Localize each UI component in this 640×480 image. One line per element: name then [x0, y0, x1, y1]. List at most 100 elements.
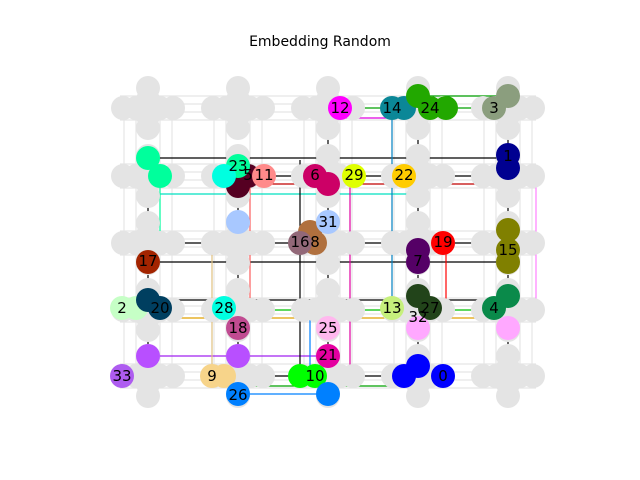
- qubit-unused: [251, 298, 275, 322]
- qubit-unused: [226, 251, 250, 275]
- node-26-qubit: [316, 382, 340, 406]
- node-label: 17: [138, 252, 157, 270]
- qubit-unused: [161, 364, 185, 388]
- node-21-qubit: [316, 344, 340, 368]
- qubit-unused: [496, 184, 520, 208]
- node-28-qubit: [212, 164, 236, 188]
- qubit-unused: [521, 164, 545, 188]
- qubit-unused: [161, 231, 185, 255]
- node-16-qubit: [288, 231, 312, 255]
- node-label: 10: [305, 367, 324, 385]
- qubit-unused: [136, 116, 160, 140]
- node-23-qubit: [148, 164, 172, 188]
- qubit-unused: [521, 364, 545, 388]
- node-12-qubit: [328, 96, 352, 120]
- node-label: 31: [318, 213, 337, 231]
- node-label: 23: [228, 157, 247, 175]
- node-label: 32: [408, 308, 427, 326]
- node-32-qubit: [496, 316, 520, 340]
- node-1-qubit: [496, 156, 520, 180]
- node-22-qubit: [392, 164, 416, 188]
- node-label: 22: [394, 166, 413, 184]
- node-9-qubit: [212, 364, 236, 388]
- node-31-qubit: [226, 210, 250, 234]
- qubit-unused: [521, 298, 545, 322]
- node-26-qubit: [226, 382, 250, 406]
- node-label: 6: [310, 166, 320, 184]
- node-15-qubit: [496, 218, 520, 242]
- node-0-qubit: [431, 364, 455, 388]
- node-label: 25: [318, 319, 337, 337]
- node-32-qubit: [406, 316, 430, 340]
- node-17-qubit: [136, 250, 160, 274]
- node-27-qubit: [406, 284, 430, 308]
- graph-nodes: [110, 76, 545, 408]
- node-label: 9: [207, 367, 217, 385]
- qubit-unused: [226, 116, 250, 140]
- node-label: 29: [344, 166, 363, 184]
- qubit-unused: [341, 298, 365, 322]
- node-30-qubit: [226, 344, 250, 368]
- qubit-unused: [251, 364, 275, 388]
- qubit-unused: [341, 231, 365, 255]
- node-15-qubit: [496, 250, 520, 274]
- node-24-qubit: [434, 96, 458, 120]
- node-28-qubit: [212, 296, 236, 320]
- node-18-qubit: [226, 316, 250, 340]
- qubit-unused: [521, 96, 545, 120]
- node-3-qubit: [496, 84, 520, 108]
- qubit-unused: [136, 184, 160, 208]
- qubit-unused: [251, 231, 275, 255]
- node-29-qubit: [342, 164, 366, 188]
- node-label: 15: [498, 241, 517, 259]
- node-7-qubit: [406, 238, 430, 262]
- qubit-unused: [496, 116, 520, 140]
- node-label: 11: [254, 166, 273, 184]
- node-label: 33: [112, 367, 131, 385]
- node-label: 4: [489, 299, 499, 317]
- node-label: 16: [290, 233, 309, 251]
- node-label: 7: [413, 252, 423, 270]
- node-31-qubit: [316, 210, 340, 234]
- node-33-qubit: [110, 364, 134, 388]
- qubit-unused: [316, 116, 340, 140]
- chart-title: Embedding Random: [249, 34, 391, 50]
- node-label: 21: [318, 346, 337, 364]
- node-label: 18: [228, 319, 247, 337]
- node-label: 1: [503, 147, 513, 165]
- node-6-qubit: [316, 172, 340, 196]
- node-4-qubit: [496, 284, 520, 308]
- node-label: 3: [489, 99, 499, 117]
- node-label: 12: [330, 99, 349, 117]
- node-11-qubit: [252, 164, 276, 188]
- qubit-unused: [406, 116, 430, 140]
- node-23-qubit: [136, 146, 160, 170]
- qubit-unused: [316, 251, 340, 275]
- node-label: 28: [214, 299, 233, 317]
- node-13-qubit: [380, 296, 404, 320]
- qubit-unused: [161, 96, 185, 120]
- node-0-qubit: [406, 354, 430, 378]
- node-10-qubit: [288, 364, 312, 388]
- node-label: 19: [433, 233, 452, 251]
- node-label: 26: [228, 386, 247, 404]
- node-label: 24: [420, 99, 439, 117]
- node-label: 20: [150, 299, 169, 317]
- qubit-unused: [431, 164, 455, 188]
- qubit-unused: [251, 96, 275, 120]
- qubit-unused: [406, 384, 430, 408]
- node-25-qubit: [316, 316, 340, 340]
- node-label: 27: [420, 299, 439, 317]
- qubit-unused: [496, 384, 520, 408]
- node-label: 5: [243, 166, 253, 184]
- node-label: 2: [117, 299, 127, 317]
- node-20-qubit: [148, 296, 172, 320]
- qubit-unused: [406, 184, 430, 208]
- qubit-unused: [521, 231, 545, 255]
- node-label: 0: [438, 367, 448, 385]
- node-30-qubit: [136, 344, 160, 368]
- qubit-unused: [341, 364, 365, 388]
- node-label: 14: [382, 99, 401, 117]
